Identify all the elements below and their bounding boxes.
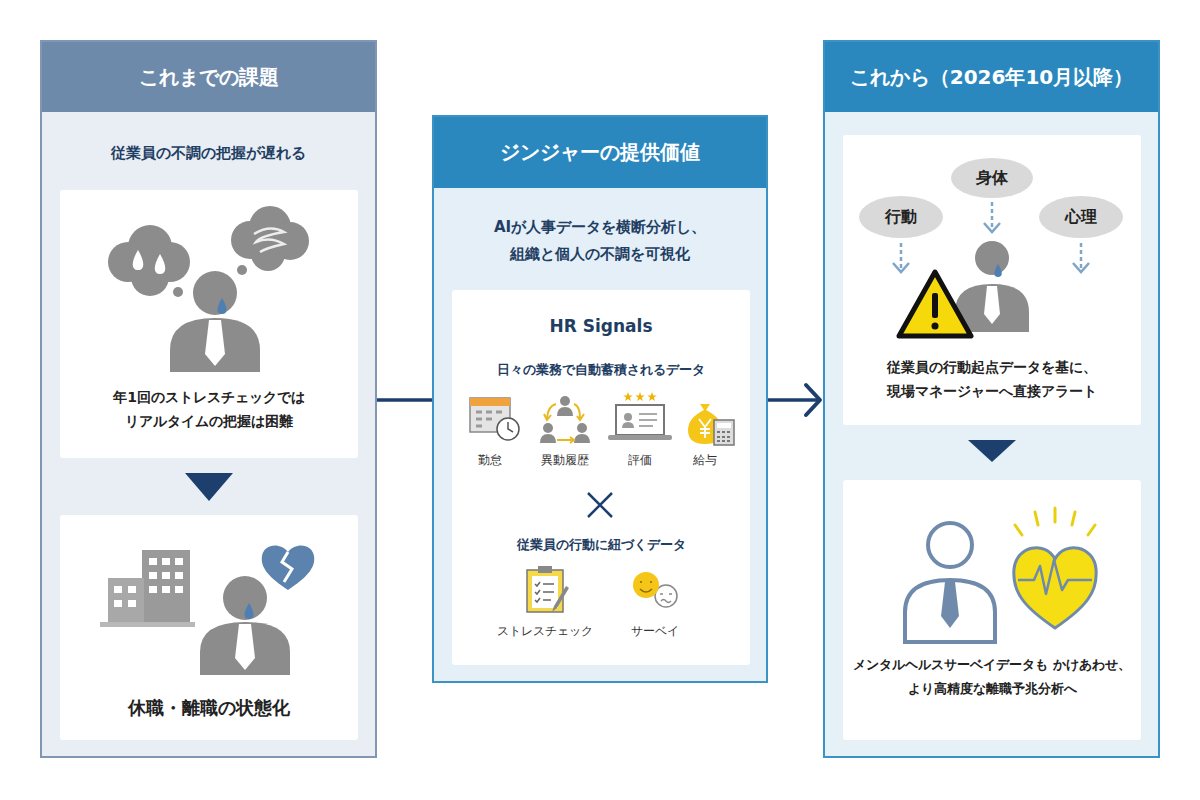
value-panel: ジンジャーの提供価値 AIが人事データを横断分析し、 組織と個人の不調を可視化 HR…	[432, 115, 768, 683]
box-text: 休職・離職の状態化	[64, 695, 354, 721]
content-box: 休職・離職の状態化	[60, 515, 358, 740]
icon-caption: サーベイ	[595, 623, 715, 639]
icon-caption: 異動履歴	[505, 452, 625, 468]
icon-caption: 給与	[645, 452, 765, 468]
challenge-panel: これまでの課題従業員の不調の把握が遅れる年1回のストレスチェックでは リアルタイ…	[40, 40, 377, 758]
box-text: 従業員の行動起点データを基に、 現場マネージャーへ直接アラート	[845, 355, 1139, 403]
data-group-title: 従業員の行動に紐づくデータ	[452, 535, 750, 555]
connector	[377, 400, 432, 401]
content-box: HR Signals日々の業務で自動蓄積されるデータ従業員の行動に紐づくデータ勤…	[452, 290, 750, 665]
panel-header: これから（2026年10月以降）	[825, 42, 1158, 112]
bubble-text: 身体	[950, 157, 1034, 199]
icon-caption: ストレスチェック	[485, 623, 605, 639]
cloud-bubble: 心理	[1038, 195, 1124, 239]
icon-caption: 勤怠	[430, 452, 550, 468]
box-text: 年1回のストレスチェックでは リアルタイムの把握は困難	[64, 385, 354, 433]
connector	[768, 385, 821, 415]
connector-line	[768, 398, 821, 402]
arrow-head	[806, 385, 820, 415]
panel-subtitle: 従業員の不調の把握が遅れる	[42, 142, 375, 164]
connector-line	[377, 398, 432, 402]
box-heading: HR Signals	[452, 314, 750, 338]
panel-header: これまでの課題	[42, 42, 375, 112]
panel-header: ジンジャーの提供価値	[434, 117, 766, 188]
cloud-bubble: 身体	[950, 157, 1034, 199]
cloud-bubble: 行動	[858, 195, 944, 239]
box-text: メンタルヘルスサーベイデータも かけあわせ、より高精度な離職予兆分析へ	[845, 653, 1139, 701]
panel-subtitle: AIが人事データを横断分析し、 組織と個人の不調を可視化	[434, 214, 766, 268]
content-box: 従業員の行動起点データを基に、 現場マネージャーへ直接アラート 行動身体心理	[843, 135, 1141, 425]
content-box: 年1回のストレスチェックでは リアルタイムの把握は困難	[60, 190, 358, 458]
bubble-text: 心理	[1038, 195, 1124, 239]
cloud-shape	[951, 158, 1033, 198]
cloud-shape	[1039, 196, 1123, 238]
data-group-title: 日々の業務で自動蓄積されるデータ	[452, 360, 750, 380]
cloud-shape	[859, 196, 943, 238]
future-panel: これから（2026年10月以降） 従業員の行動起点データを基に、 現場マネージャー…	[823, 40, 1160, 758]
content-box: メンタルヘルスサーベイデータも かけあわせ、より高精度な離職予兆分析へ	[843, 480, 1141, 740]
bubble-text: 行動	[858, 195, 944, 239]
icon-caption: 評価	[580, 452, 700, 468]
